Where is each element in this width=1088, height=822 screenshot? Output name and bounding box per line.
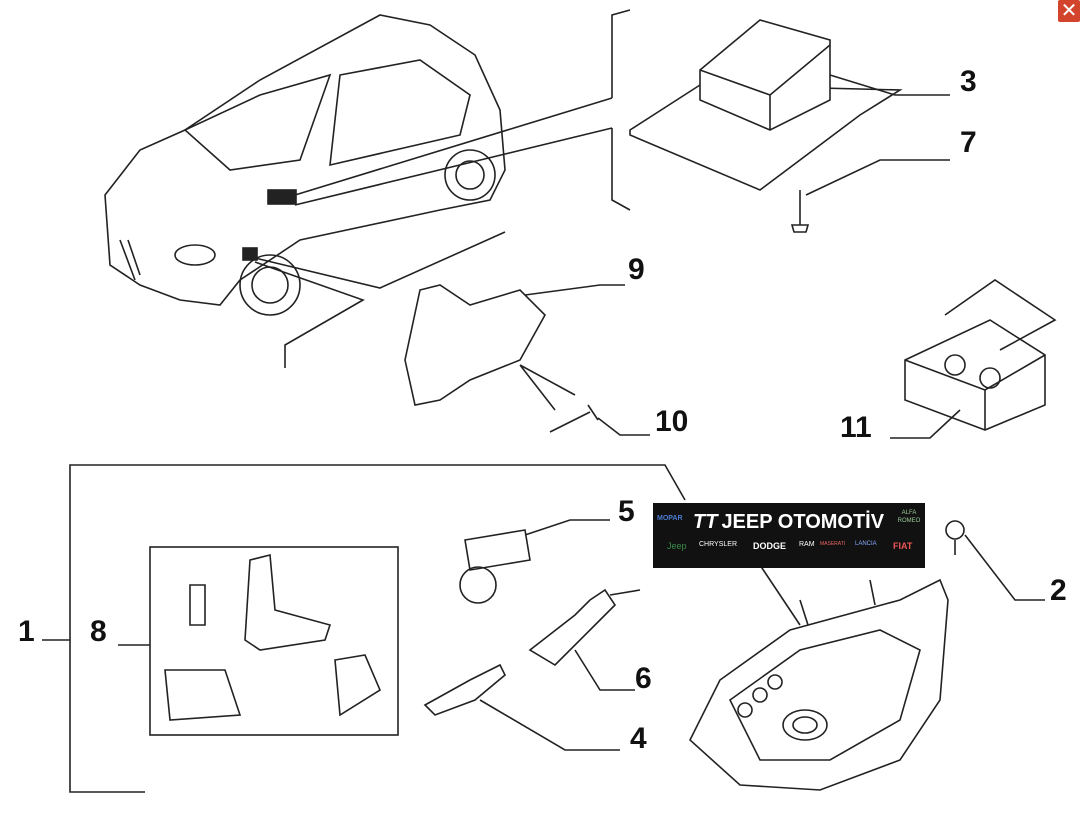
alfa-romeo-logo: ALFA ROMEO [897,510,921,524]
chrysler-logo: CHRYSLER [699,541,737,548]
callout-9: 9 [628,253,645,286]
callout-1: 1 [18,615,35,648]
callout-5: 5 [618,495,635,528]
group-1-bracket [42,464,686,793]
jeep-logo: Jeep [667,541,687,551]
lancia-logo: LANCIA [855,541,877,547]
callout-11: 11 [840,411,872,444]
part-9-cover [404,284,625,411]
part-7-screw [790,159,950,233]
maserati-logo: MASERATI [820,541,846,547]
callout-8: 8 [90,615,107,648]
close-button[interactable]: ✕ [1058,0,1080,22]
part-11-bulb-kit-box [890,279,1057,439]
fiat-logo: FIAT [893,541,913,551]
part-8-bracket-kit [118,546,399,736]
callout-10: 10 [655,405,689,438]
headlamp-assembly [689,564,949,791]
callout-2: 2 [1050,574,1067,607]
callout-7: 7 [960,126,977,159]
ram-logo: RAM [799,541,815,548]
mopar-logo: MOPAR [657,515,683,522]
dodge-logo: DODGE [753,541,787,551]
part-3-control-unit [629,19,950,191]
callout-3: 3 [960,65,977,98]
part-6-bulb [528,588,641,691]
callout-4: 4 [630,722,647,755]
part-2-screw [945,520,1045,601]
part-5-bulb-socket [459,519,610,604]
part-10-rivet [549,404,650,436]
part-4-bulb [423,663,620,751]
callout-6: 6 [635,662,652,695]
